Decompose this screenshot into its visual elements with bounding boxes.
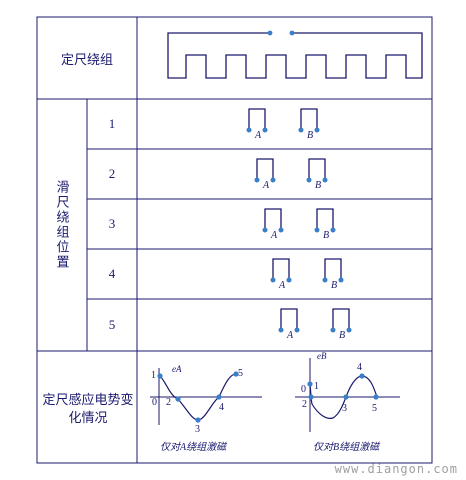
coil-a-row-5-terminal-2	[294, 327, 300, 333]
stator-winding-label: 定尺绕组	[60, 51, 113, 67]
coil-b-row-2	[308, 158, 326, 180]
stator-terminal-right	[289, 30, 295, 36]
row-number-3: 3	[108, 216, 116, 231]
coil-a-row-2-label: A	[262, 180, 270, 191]
coil-b-row-5-terminal-1	[330, 327, 336, 333]
coil-a-row-1-terminal-1	[246, 127, 252, 133]
emf-graph-left: eA 1 2 3 4 5 0 仅对A绕组激磁	[150, 364, 262, 453]
coil-b-row-5-label: B	[339, 330, 345, 341]
svg-text:5: 5	[372, 403, 377, 414]
slider-coils: A B A B A B A B A B	[246, 108, 352, 341]
coil-a-row-5-label: A	[286, 330, 294, 341]
right-axis-label: eB	[317, 351, 327, 361]
coil-b-row-1-terminal-1	[298, 127, 304, 133]
svg-text:2: 2	[166, 397, 171, 408]
left-caption: 仅对A绕组激磁	[160, 441, 228, 453]
stator-winding	[167, 32, 423, 79]
watermark: www.diangon.com	[334, 462, 458, 476]
coil-a-row-1-terminal-2	[262, 127, 268, 133]
row-number-2: 2	[108, 166, 116, 181]
svg-text:2: 2	[302, 399, 307, 410]
coil-a-row-4	[272, 258, 290, 280]
coil-b-row-2-terminal-2	[322, 177, 328, 183]
svg-text:4: 4	[219, 402, 224, 413]
coil-a-row-2-terminal-2	[270, 177, 276, 183]
emf-graph-right: eB 1 2 3 4 5 0 仅对B绕组激磁	[295, 351, 400, 453]
svg-text:0: 0	[152, 397, 157, 408]
coil-b-row-5-terminal-2	[346, 327, 352, 333]
coil-b-row-3	[316, 208, 334, 230]
coil-b-row-5	[332, 308, 350, 330]
coil-b-row-4-label: B	[331, 280, 337, 291]
left-axis-label: eA	[172, 364, 182, 374]
svg-text:4: 4	[357, 362, 362, 373]
coil-a-row-3-label: A	[270, 230, 278, 241]
svg-text:1: 1	[314, 381, 319, 392]
coil-b-row-4-terminal-2	[338, 277, 344, 283]
row-number-5: 5	[108, 317, 116, 332]
coil-a-row-1-label: A	[254, 130, 262, 141]
svg-text:3: 3	[195, 424, 200, 435]
coil-a-row-3-terminal-1	[262, 227, 268, 233]
svg-text:5: 5	[238, 368, 243, 379]
coil-b-row-1-label: B	[307, 130, 313, 141]
coil-b-row-1	[300, 108, 318, 130]
coil-a-row-3-terminal-2	[278, 227, 284, 233]
coil-b-row-1-terminal-2	[314, 127, 320, 133]
coil-b-row-3-terminal-2	[330, 227, 336, 233]
right-caption: 仅对B绕组激磁	[313, 441, 381, 453]
coil-b-row-3-label: B	[323, 230, 329, 241]
table-grid	[36, 16, 433, 464]
coil-a-row-3	[264, 208, 282, 230]
row-number-4: 4	[108, 266, 116, 281]
coil-a-row-4-terminal-1	[270, 277, 276, 283]
coil-b-row-3-terminal-1	[314, 227, 320, 233]
emf-variation-label: 定尺感应电势变化情况	[42, 392, 134, 425]
coil-a-row-1	[248, 108, 266, 130]
coil-a-row-5-terminal-1	[278, 327, 284, 333]
slider-winding-position-label: 滑尺绕组位置	[54, 180, 70, 270]
row-number-1: 1	[108, 116, 116, 131]
stator-terminal-left	[267, 30, 273, 36]
coil-a-row-4-label: A	[278, 280, 286, 291]
coil-a-row-4-terminal-2	[286, 277, 292, 283]
coil-b-row-4	[324, 258, 342, 280]
svg-text:0: 0	[301, 384, 306, 395]
coil-a-row-2	[256, 158, 274, 180]
coil-a-row-2-terminal-1	[254, 177, 260, 183]
svg-text:3: 3	[342, 403, 347, 414]
coil-b-row-2-label: B	[315, 180, 321, 191]
svg-text:1: 1	[151, 370, 156, 381]
coil-a-row-5	[280, 308, 298, 330]
coil-b-row-4-terminal-1	[322, 277, 328, 283]
coil-b-row-2-terminal-1	[306, 177, 312, 183]
